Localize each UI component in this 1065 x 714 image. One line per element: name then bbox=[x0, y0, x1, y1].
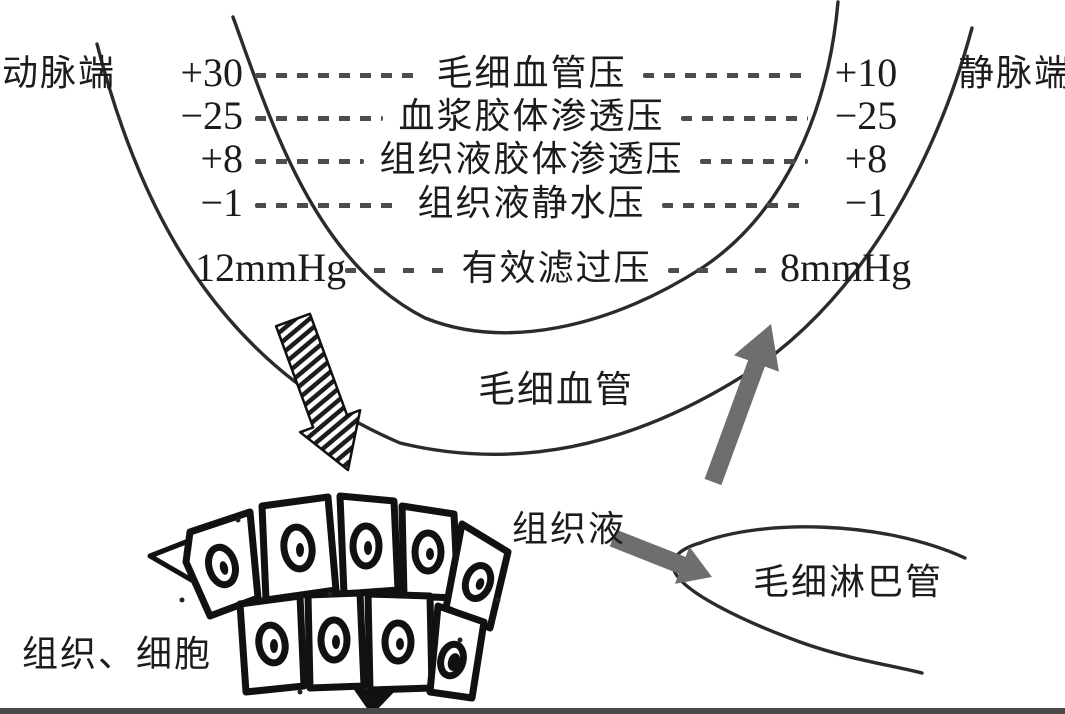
arterial-end-label: 动脉端 bbox=[2, 53, 117, 93]
dashed-leader-line bbox=[255, 115, 383, 121]
dashed-leader-line bbox=[667, 267, 769, 273]
pressure-name: 血浆胶体渗透压 bbox=[398, 96, 665, 136]
dashed-leader-line bbox=[255, 202, 402, 208]
pressure-name: 有效滤过压 bbox=[461, 248, 652, 288]
dashed-leader-line bbox=[345, 267, 446, 273]
pressure-value-left: −1 bbox=[200, 180, 243, 225]
pressure-row-tissue-hydrostatic: −1 组织液静水压 −1 bbox=[163, 181, 912, 225]
capillary-label: 毛细血管 bbox=[478, 370, 634, 411]
pressure-name: 组织液胶体渗透压 bbox=[379, 139, 684, 179]
pressure-value-right: −1 bbox=[844, 180, 888, 225]
pressure-row-tissue-colloid-osmotic: +8 组织液胶体渗透压 +8 bbox=[163, 137, 912, 181]
tissue-cells-label: 组织、细胞 bbox=[22, 634, 213, 674]
tissue-cells-drawing bbox=[147, 492, 512, 714]
tissue-fluid-label: 组织液 bbox=[512, 509, 627, 549]
page-edge-divider bbox=[0, 708, 1065, 714]
dashed-leader-line bbox=[661, 202, 809, 208]
lymph-capillary-label: 毛细淋巴管 bbox=[753, 562, 944, 602]
pressure-value-left: +30 bbox=[180, 50, 243, 95]
pressure-name: 毛细血管压 bbox=[436, 53, 627, 93]
pressure-row-plasma-colloid-osmotic: −25 血浆胶体渗透压 −25 bbox=[163, 94, 912, 138]
pressure-row-effective-filtration: 12mmHg 有效滤过压 8mmHg bbox=[195, 246, 912, 290]
dashed-leader-line bbox=[642, 72, 809, 78]
dashed-leader-line bbox=[699, 158, 809, 164]
dashed-leader-line bbox=[255, 72, 421, 78]
filtration-arrow-icon bbox=[274, 312, 362, 472]
reabsorption-arrow-icon bbox=[704, 324, 779, 486]
pressure-value-left: 12mmHg bbox=[195, 245, 347, 290]
lymph-drainage-arrow-icon bbox=[609, 529, 712, 584]
venous-end-label: 静脉端 bbox=[958, 53, 1065, 93]
pressure-value-right: +8 bbox=[844, 136, 888, 181]
pressure-value-left: +8 bbox=[200, 136, 243, 181]
pressure-name: 组织液静水压 bbox=[417, 183, 646, 223]
dashed-leader-line bbox=[255, 158, 364, 164]
dashed-leader-line bbox=[680, 115, 809, 121]
pressure-row-capillary-pressure: +30 毛细血管压 +10 bbox=[163, 51, 912, 95]
pressure-value-right: +10 bbox=[834, 50, 898, 95]
capillary-outer-wall bbox=[95, 26, 974, 456]
pressure-value-right: −25 bbox=[834, 93, 898, 138]
pressure-value-left: −25 bbox=[180, 93, 243, 138]
pressure-value-right: 8mmHg bbox=[780, 245, 912, 290]
